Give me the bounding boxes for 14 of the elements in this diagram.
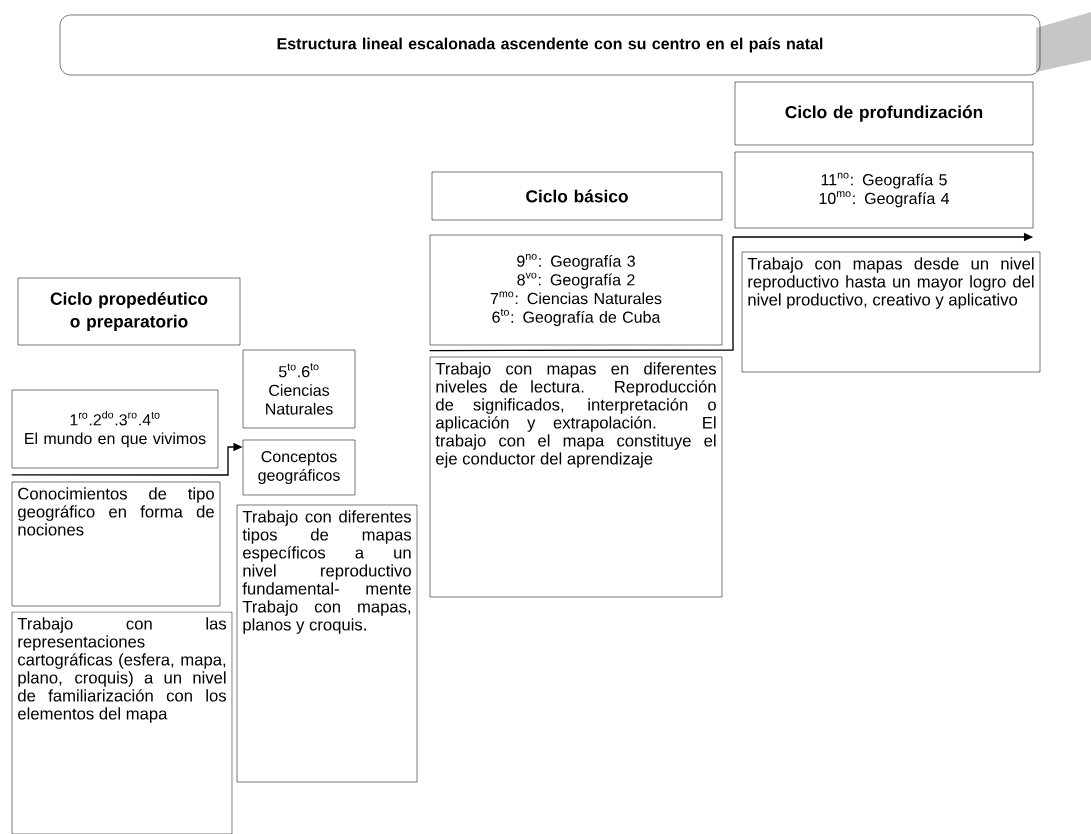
description-box: Trabajo con mapas desde un nivel reproductivo hasta un mayor logro del nivel productivo, creativo y aplicativo — [741, 251, 1041, 373]
cycle-heading-box: Ciclo de profundización — [734, 81, 1034, 146]
cycle-heading-box: Ciclo básico — [431, 171, 723, 221]
grades-box: $\text{1}^{\text{ro}}\text{.2}^{\text{do}}\text{.3}^{\text{ro}}\text{.4}^{\text{to}}$ El mundo en que vivimos — [11, 389, 219, 469]
cycle-heading-box: Ciclo propedéutico o preparatorio — [17, 277, 241, 346]
title-box: Estructura lineal escalonada ascendente con su centro en el país natal — [59, 14, 1041, 76]
description-box: Trabajo con mapas en diferentes niveles de lectura. Reproducción de significados, interpretación o aplicación y extrapolación. El trabajo con el mapa constituye el eje conductor del aprendizaje — [429, 356, 723, 598]
grades-box: Conceptos geográficos — [242, 439, 356, 496]
description-box: Trabajo con diferentes tipos de mapas específicos a un nivel reproductivo fundamental- mente Trabajo con mapas, planos y croquis. — [236, 504, 418, 783]
grades-box: $\text{5}^{\text{to}}\text{.6}^{\text{to}}$ Ciencias Naturales — [242, 349, 356, 429]
description-box: Trabajo con las representaciones cartográficas (esfera, mapa, plano, croquis) a un nivel de familiarización con los elementos del mapa — [11, 611, 233, 834]
description-box: Conocimientos de tipo geográfico en forma de nociones — [11, 481, 221, 607]
grades-box: $\text{11}^{\text{no}}\text{: Geografía 5}$ $\text{10}^{\text{mo}}\text{: Geografía 4}$ — [734, 151, 1034, 229]
grades-box: $\text{9}^{\text{no}}\text{: Geografía 3}$ $\text{8}^{\text{vo}}\text{: Geografía 2}$ $\text{7}^{\text{mo}}\text{: Ciencias Naturales}$ $\text{6}^{\text{to}}\text{: Geografía de Cuba}$ — [429, 234, 723, 346]
